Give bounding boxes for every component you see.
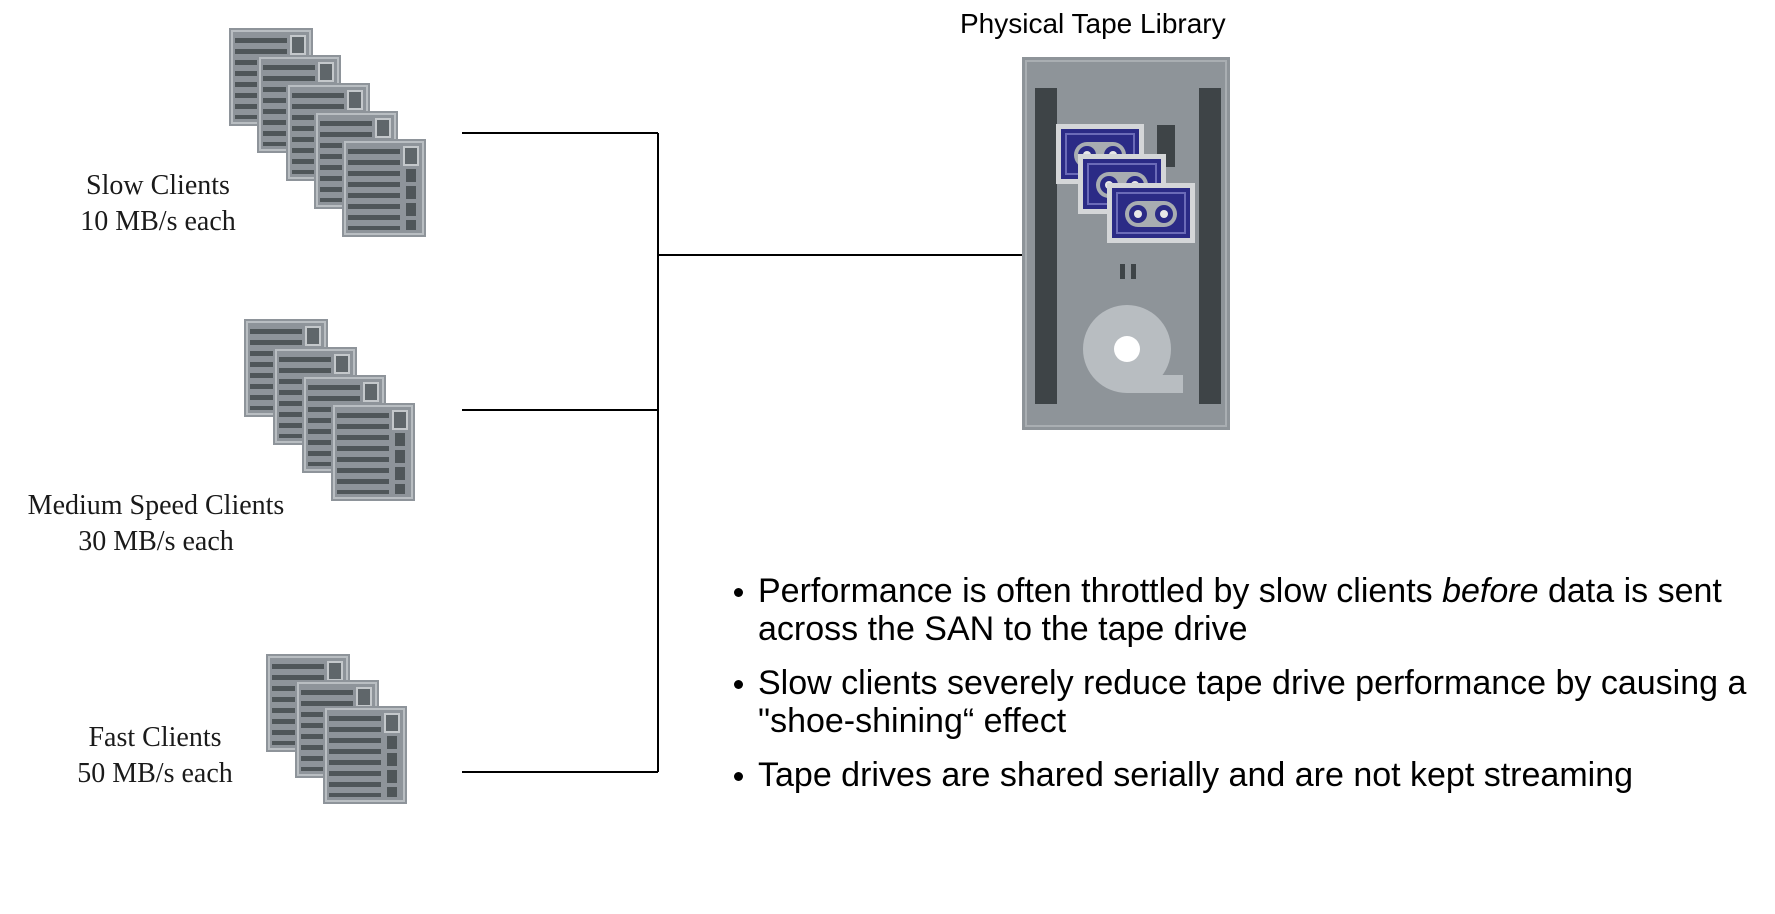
server-icon xyxy=(330,402,416,502)
finding-item: Tape drives are shared serially and are … xyxy=(734,756,1768,794)
finding-emphasis: before xyxy=(1442,572,1539,610)
library-title: Physical Tape Library xyxy=(960,8,1226,39)
client-group-name: Medium Speed Clients xyxy=(27,490,285,521)
client-group-rate: 30 MB/s each xyxy=(78,526,234,557)
client-group-rate: 10 MB/s each xyxy=(80,206,236,237)
tape-reel-icon xyxy=(1083,305,1183,393)
server-icon xyxy=(341,138,427,238)
client-group-name: Fast Clients xyxy=(88,722,222,753)
tape-cartridge-icon xyxy=(1106,182,1196,244)
fast-clients-label: Fast Clients 50 MB/s each xyxy=(55,720,255,792)
server-icon xyxy=(322,705,408,805)
san-connector xyxy=(462,132,1025,773)
slow-clients-label: Slow Clients 10 MB/s each xyxy=(58,168,258,240)
medium-clients-label: Medium Speed Clients 30 MB/s each xyxy=(0,488,312,560)
findings-list: Performance is often throttled by slow c… xyxy=(734,572,1768,810)
slow-clients-server-stack xyxy=(228,27,427,238)
medium-clients-server-stack xyxy=(243,318,416,502)
client-group-rate: 50 MB/s each xyxy=(77,758,233,789)
fast-clients-server-stack xyxy=(265,653,408,805)
finding-item: Slow clients severely reduce tape drive … xyxy=(734,664,1768,740)
client-group-name: Slow Clients xyxy=(86,170,230,201)
tape-library-icon xyxy=(1022,57,1230,430)
finding-item: Performance is often throttled by slow c… xyxy=(734,572,1768,648)
